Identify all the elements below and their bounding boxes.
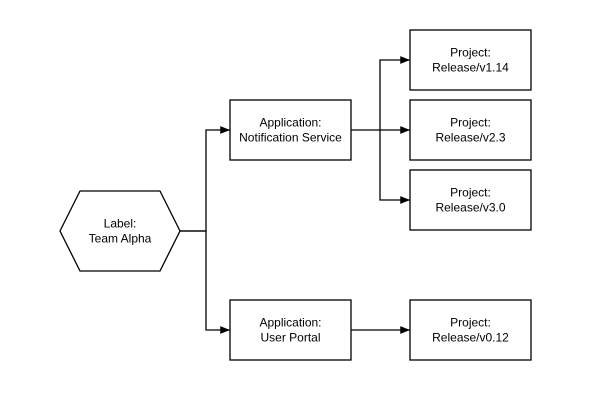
- rectangle-shape[interactable]: [409, 169, 532, 231]
- node-release-v1-14[interactable]: Project: Release/v1.14: [409, 29, 532, 91]
- edges-layer: [180, 56, 410, 334]
- node-label-line2: Notification Service: [239, 131, 342, 145]
- rectangle-shape[interactable]: [409, 29, 532, 91]
- rectangle-shape[interactable]: [409, 99, 532, 161]
- node-user-portal[interactable]: Application: User Portal: [229, 299, 352, 361]
- node-label-line1: Application:: [259, 316, 321, 330]
- node-label-line2: Release/v2.3: [435, 131, 505, 145]
- node-label-line1: Project:: [450, 116, 491, 130]
- edge-team-alpha-to-notification-service: [180, 126, 230, 232]
- node-label-line2: Release/v3.0: [435, 201, 505, 215]
- hexagon-shape[interactable]: [59, 190, 181, 272]
- node-label-line1: Application:: [259, 116, 321, 130]
- node-release-v3-0[interactable]: Project: Release/v3.0: [409, 169, 532, 231]
- node-notification-service[interactable]: Application: Notification Service: [229, 99, 352, 161]
- rectangle-shape[interactable]: [229, 299, 352, 361]
- edge-notification-service-to-release-v1-14: [379, 56, 410, 130]
- node-release-v0-12[interactable]: Project: Release/v0.12: [409, 299, 532, 361]
- edge-team-alpha-to-user-portal: [180, 230, 230, 334]
- node-label-line1: Project:: [450, 186, 491, 200]
- node-release-v2-3[interactable]: Project: Release/v2.3: [409, 99, 532, 161]
- node-team-alpha[interactable]: Label: Team Alpha: [59, 190, 181, 272]
- rectangle-shape[interactable]: [229, 99, 352, 161]
- node-label-line2: User Portal: [260, 331, 320, 345]
- node-label-line2: Team Alpha: [89, 232, 152, 246]
- node-label-line1: Project:: [450, 46, 491, 60]
- rectangle-shape[interactable]: [409, 299, 532, 361]
- node-label-line1: Project:: [450, 316, 491, 330]
- node-label-line2: Release/v1.14: [432, 61, 509, 75]
- node-label-line2: Release/v0.12: [432, 331, 509, 345]
- edge-notification-service-to-release-v3-0: [379, 130, 410, 204]
- node-label-line1: Label:: [104, 217, 137, 231]
